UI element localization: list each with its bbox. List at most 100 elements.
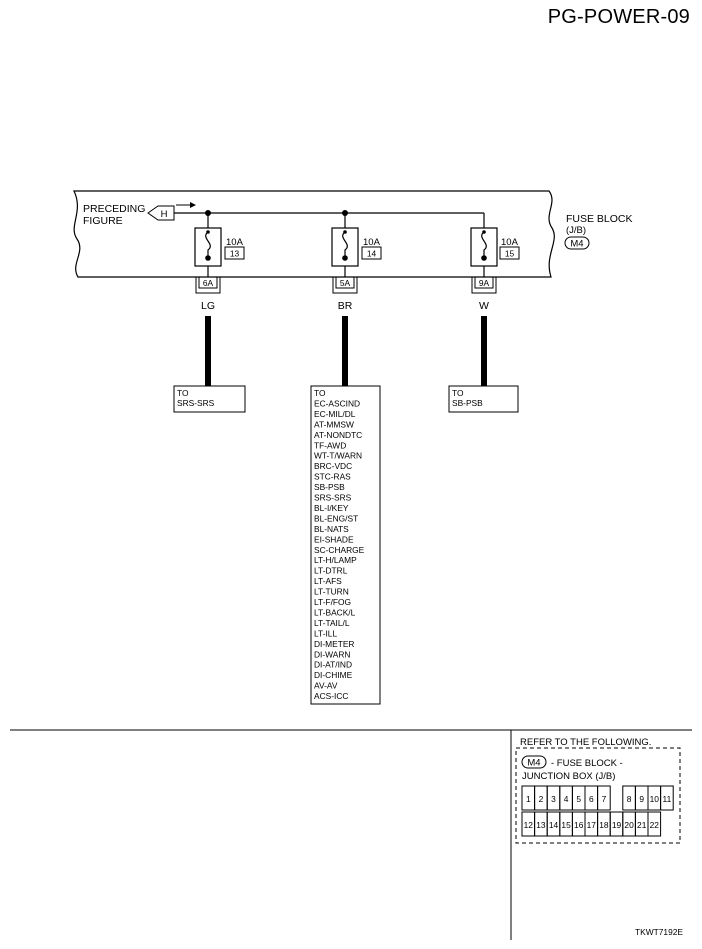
legend-dashed-frame bbox=[515, 747, 681, 844]
legend-desc-2: JUNCTION BOX (J/B) bbox=[522, 771, 615, 782]
connector-pin-cell bbox=[597, 785, 611, 811]
destination-item: AT-NONDTC bbox=[314, 430, 362, 440]
destination-item: SB-PSB bbox=[314, 482, 345, 492]
connector-pin-number: 4 bbox=[564, 794, 569, 804]
fuse-15: 10A 15 9A W TO SB-PSB bbox=[448, 212, 520, 413]
page-title: PG-POWER-09 bbox=[547, 6, 690, 28]
preceding-label-2: FIGURE bbox=[83, 215, 123, 227]
destination-item: STC-RAS bbox=[314, 472, 351, 482]
connector-pin-number: 18 bbox=[599, 820, 609, 830]
fuse-number: 13 bbox=[230, 249, 240, 259]
connector-pin-number: 19 bbox=[612, 820, 622, 830]
fuse-14: 10A 14 5A BR TOEC-ASCINDEC-MIL/DLAT-MMSW… bbox=[310, 210, 382, 705]
connector-pin-number: 13 bbox=[536, 820, 546, 830]
destination-item: SB-PSB bbox=[452, 398, 483, 408]
connector-pin-number: 22 bbox=[650, 820, 660, 830]
connector-pin-number: 12 bbox=[524, 820, 534, 830]
fuse-icon bbox=[481, 231, 487, 258]
destination-item: DI-CHIME bbox=[314, 670, 353, 680]
fuse-amp: 10A bbox=[501, 237, 519, 248]
destination-box bbox=[173, 385, 246, 413]
terminal-label: 5A bbox=[340, 278, 351, 288]
destination-item: EC-MIL/DL bbox=[314, 409, 356, 419]
destination-item: BL-ENG/ST bbox=[314, 513, 358, 523]
destination-item: EI-SHADE bbox=[314, 534, 354, 544]
destination-item: EC-ASCIND bbox=[314, 398, 360, 408]
destination-item: DI-WARN bbox=[314, 649, 350, 659]
figure-code: TKWT7192E bbox=[635, 927, 683, 937]
destination-item: SC-CHARGE bbox=[314, 545, 365, 555]
preceding-label: PRECEDING bbox=[83, 203, 145, 215]
connector-pin-cell bbox=[660, 785, 674, 811]
fuse-13: 10A 13 6A LG TO SRS-SRS bbox=[173, 210, 246, 413]
destination-item: WT-T/WARN bbox=[314, 451, 362, 461]
destination-item: AT-MMSW bbox=[314, 419, 354, 429]
destination-item: AV-AV bbox=[314, 681, 338, 691]
destination-item: BL-NATS bbox=[314, 524, 349, 534]
destination-header: TO bbox=[177, 388, 189, 398]
destination-item: LT-DTRL bbox=[314, 566, 348, 576]
connector-pin-number: 17 bbox=[587, 820, 597, 830]
destination-item: BRC-VDC bbox=[314, 461, 352, 471]
connector-pin-number: 1 bbox=[526, 794, 531, 804]
connector-pin-number: 11 bbox=[663, 794, 672, 804]
junction-box-sublabel: (J/B) bbox=[566, 225, 586, 236]
destination-header: TO bbox=[314, 388, 326, 398]
connector-pin-number: 7 bbox=[602, 794, 607, 804]
legend-connector: M4 bbox=[527, 758, 540, 769]
connector-pin-number: 10 bbox=[650, 794, 660, 804]
fuse-block-outline bbox=[73, 190, 555, 278]
destination-item: LT-TAIL/L bbox=[314, 618, 350, 628]
connector-pin-number: 16 bbox=[574, 820, 584, 830]
junction-box-connector: M4 bbox=[570, 239, 583, 250]
connector-legend: REFER TO THE FOLLOWING. M4 - FUSE BLOCK … bbox=[515, 737, 681, 844]
destination-item: DI-METER bbox=[314, 639, 354, 649]
fuse-number: 15 bbox=[505, 249, 515, 259]
destination-item: LT-TURN bbox=[314, 587, 349, 597]
junction-box-connector-badge bbox=[564, 236, 590, 250]
destination-item: TF-AWD bbox=[314, 440, 346, 450]
destination-item: LT-BACK/L bbox=[314, 608, 356, 618]
destination-item: SRS-SRS bbox=[314, 493, 352, 503]
fuse-icon bbox=[342, 231, 348, 258]
connector-pin-number: 2 bbox=[539, 794, 544, 804]
legend-connector-badge bbox=[521, 755, 547, 769]
legend-title: REFER TO THE FOLLOWING. bbox=[520, 737, 651, 748]
terminal-label: 9A bbox=[479, 278, 490, 288]
destination-item: LT-AFS bbox=[314, 576, 342, 586]
fuse-number: 14 bbox=[367, 249, 377, 259]
terminal-label: 6A bbox=[203, 278, 214, 288]
connector-pin-number: 20 bbox=[624, 820, 634, 830]
terminal-box bbox=[198, 276, 218, 289]
legend-desc: - FUSE BLOCK - bbox=[551, 758, 623, 769]
preceding-arrow-head bbox=[190, 202, 196, 208]
terminal-box bbox=[335, 276, 355, 289]
destination-item: SRS-SRS bbox=[177, 398, 215, 408]
destination-item: DI-AT/IND bbox=[314, 660, 352, 670]
connector-pin-cell bbox=[647, 811, 662, 837]
junction-box-label: FUSE BLOCK bbox=[566, 213, 633, 225]
fuse-amp: 10A bbox=[226, 237, 244, 248]
wire-color: W bbox=[479, 300, 489, 312]
destination-box bbox=[310, 385, 381, 705]
destination-item: LT-ILL bbox=[314, 628, 337, 638]
wire-color: BR bbox=[338, 300, 353, 312]
destination-item: LT-H/LAMP bbox=[314, 555, 357, 565]
destination-item: BL-I/KEY bbox=[314, 503, 349, 513]
fuse-icon bbox=[205, 231, 211, 258]
destination-item: ACS-ICC bbox=[314, 691, 348, 701]
connector-pin-number: 14 bbox=[549, 820, 559, 830]
connector-pin-number: 15 bbox=[561, 820, 571, 830]
terminal-box bbox=[474, 276, 494, 289]
wire-color: LG bbox=[201, 300, 215, 312]
destination-item: LT-F/FOG bbox=[314, 597, 351, 607]
connector-pin-number: 5 bbox=[576, 794, 581, 804]
destination-header: TO bbox=[452, 388, 464, 398]
fuse-amp: 10A bbox=[363, 237, 381, 248]
destination-box bbox=[448, 385, 519, 413]
connector-pin-number: 9 bbox=[639, 794, 644, 804]
preceding-connector-letter: H bbox=[161, 209, 168, 220]
connector-pin-number: 3 bbox=[551, 794, 556, 804]
connector-pin-number: 8 bbox=[627, 794, 632, 804]
